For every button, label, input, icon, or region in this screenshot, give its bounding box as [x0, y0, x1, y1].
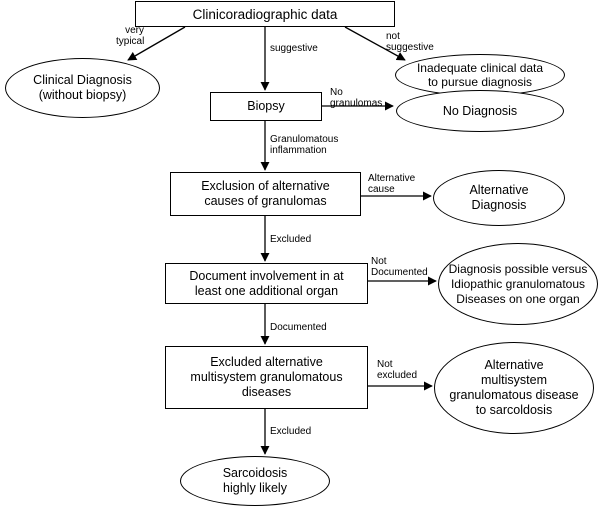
node-inadequate-clinical-data: Inadequate clinical data to pursue diagn…	[395, 54, 565, 96]
node-label: Clinicoradiographic data	[192, 6, 338, 22]
node-label: Clinical Diagnosis (without biopsy)	[33, 73, 132, 102]
node-document-involvement: Document involvement in at least one add…	[165, 263, 368, 304]
arrow-to-clinical-diagnosis	[127, 26, 186, 61]
node-no-diagnosis: No Diagnosis	[396, 90, 564, 132]
node-alternative-diagnosis: Alternative Diagnosis	[433, 170, 565, 226]
node-alternative-multisystem-disease: Alternative multisystem granulomatous di…	[434, 342, 594, 434]
node-exclusion-alternative-causes: Exclusion of alternative causes of granu…	[170, 172, 361, 216]
edge-label-not-suggestive: not suggestive	[386, 31, 434, 53]
node-label: Exclusion of alternative causes of granu…	[201, 179, 330, 208]
node-sarcoidosis-highly-likely: Sarcoidosis highly likely	[180, 456, 330, 506]
node-label: Inadequate clinical data to pursue diagn…	[416, 61, 544, 89]
edge-label-documented: Documented	[270, 322, 327, 333]
node-label: Diagnosis possible versus Idiopathic gra…	[448, 261, 588, 306]
node-clinical-diagnosis: Clinical Diagnosis (without biopsy)	[5, 58, 160, 118]
edge-label-granulomatous-inflammation: Granulomatous inflammation	[270, 134, 339, 156]
node-label: Biopsy	[247, 99, 285, 113]
node-label: Excluded alternative multisystem granulo…	[190, 355, 343, 399]
node-excluded-multisystem-diseases: Excluded alternative multisystem granulo…	[165, 346, 368, 409]
edge-label-excluded-final: Excluded	[270, 426, 312, 437]
edge-label-very-typical: very typical	[116, 25, 145, 47]
edge-label-no-granulomas: No granulomas	[330, 87, 383, 109]
node-label: Document involvement in at least one add…	[189, 268, 344, 298]
edge-label-not-documented: Not Documented	[371, 256, 428, 278]
arrow-to-inadequate-data	[344, 26, 406, 61]
node-label: Alternative Diagnosis	[469, 183, 529, 212]
node-label: Sarcoidosis highly likely	[222, 466, 288, 495]
edge-label-alternative-cause: Alternative cause	[368, 173, 416, 195]
node-label: Alternative multisystem granulomatous di…	[449, 358, 579, 417]
node-diagnosis-possible: Diagnosis possible versus Idiopathic gra…	[438, 243, 598, 325]
node-biopsy: Biopsy	[210, 92, 322, 121]
node-clinicoradiographic-data: Clinicoradiographic data	[135, 1, 395, 27]
edge-label-suggestive: suggestive	[270, 43, 318, 54]
edge-label-not-excluded: Not excluded	[377, 359, 418, 381]
edge-label-excluded: Excluded	[270, 234, 312, 245]
node-label: No Diagnosis	[442, 103, 518, 118]
